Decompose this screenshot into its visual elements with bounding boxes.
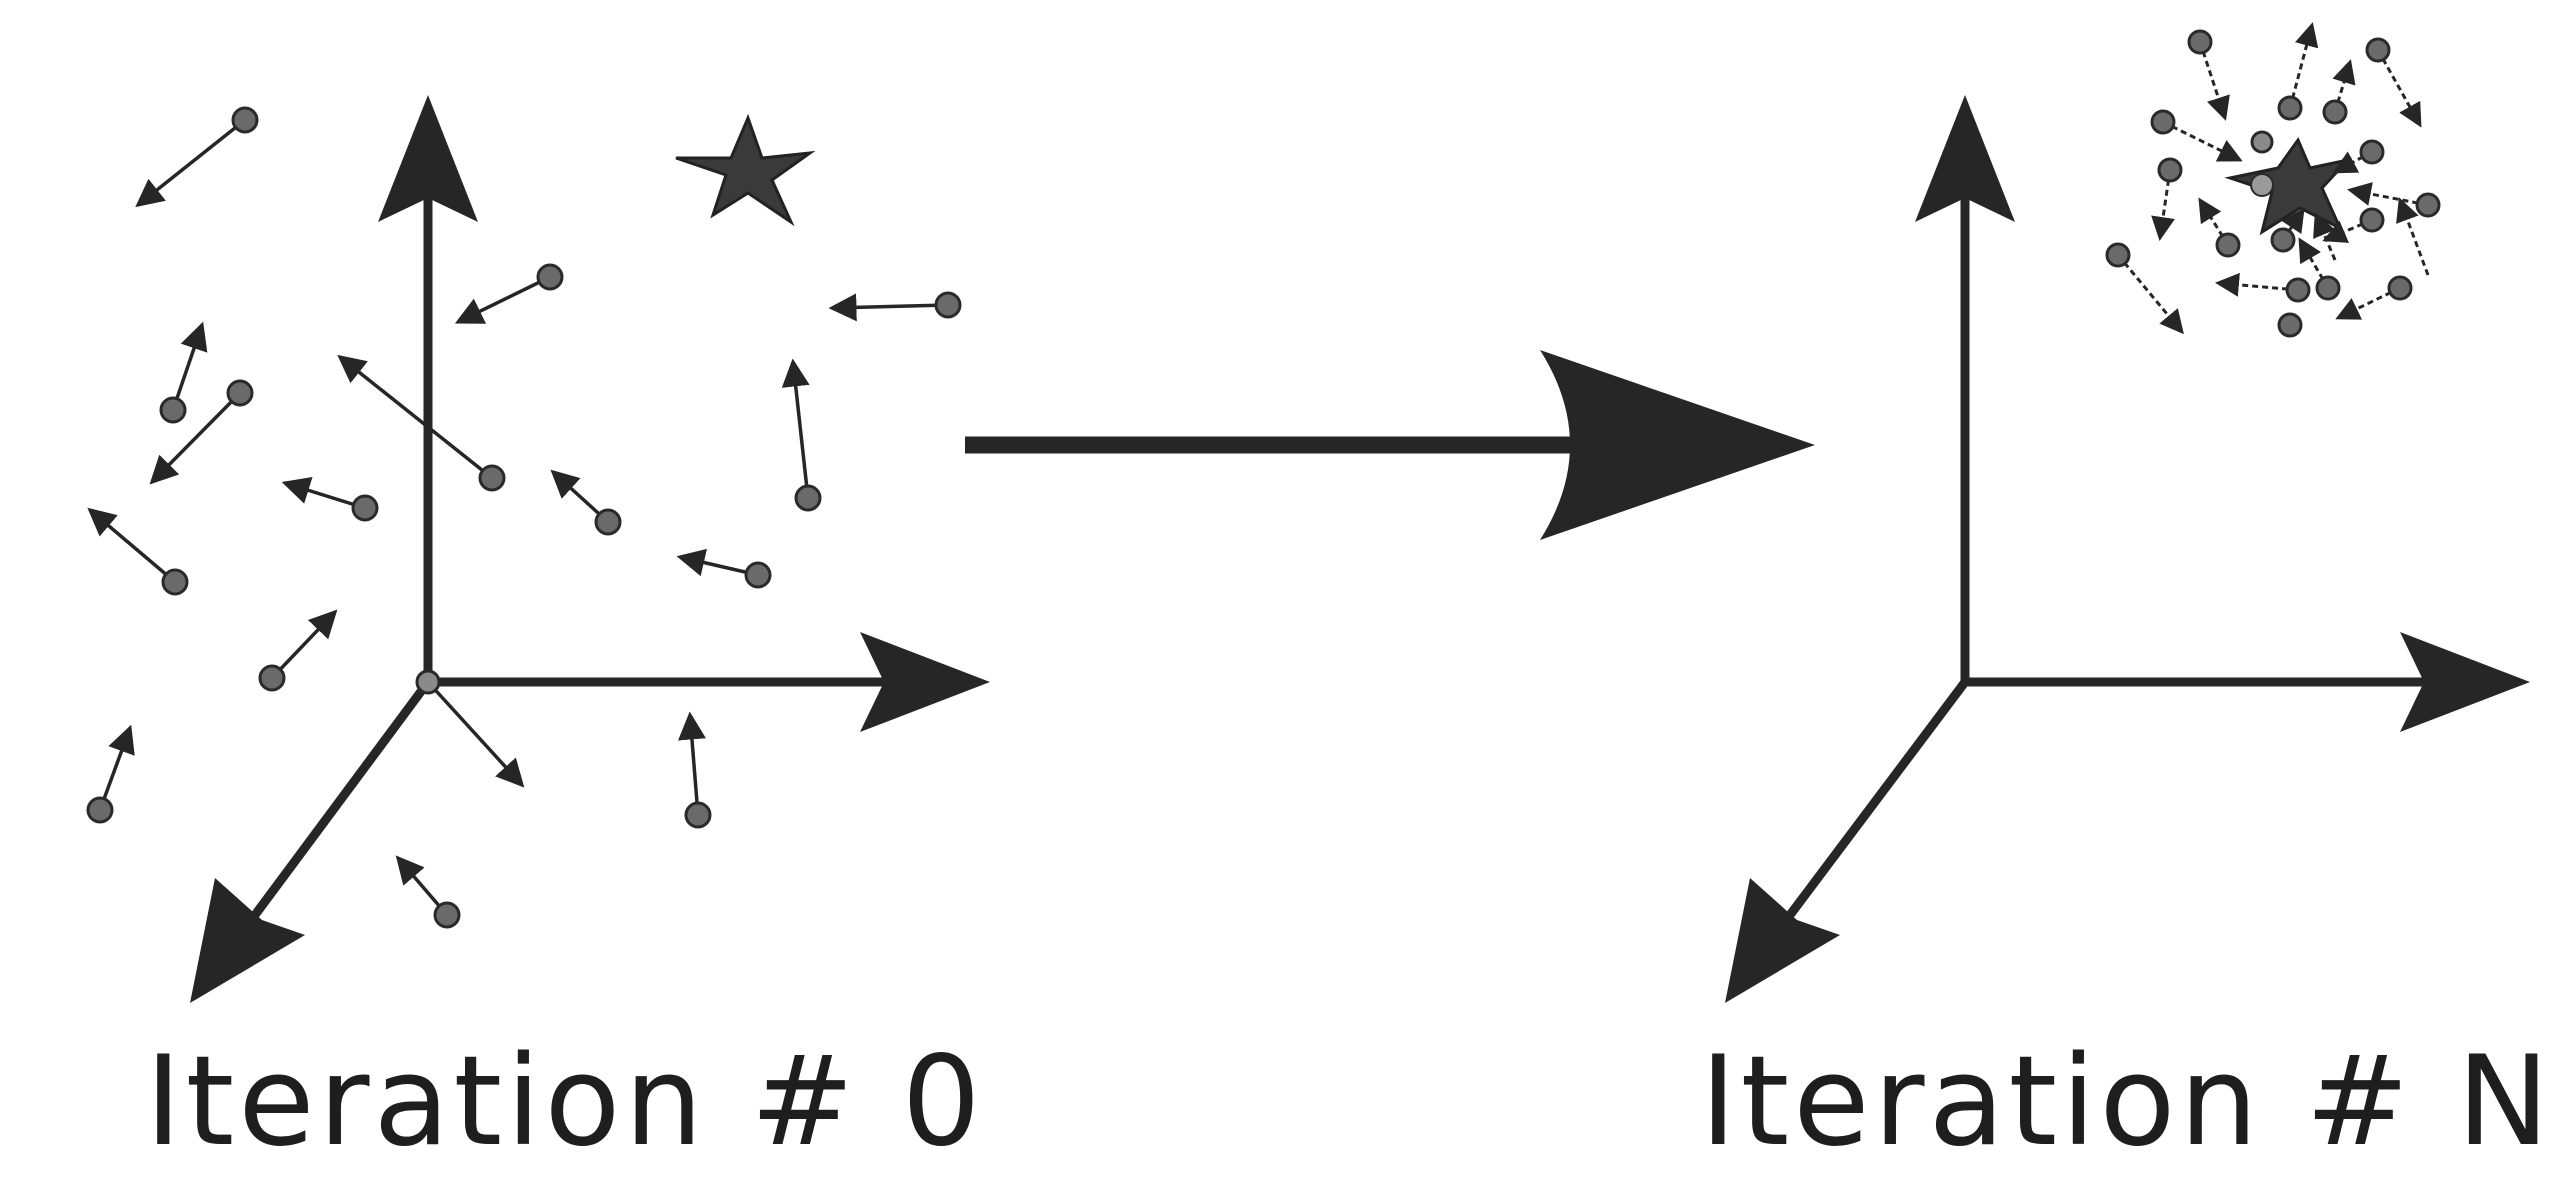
particle	[677, 711, 712, 829]
dot-icon	[226, 379, 254, 407]
left-axis-z-arrowhead	[190, 878, 305, 1003]
particle	[2105, 242, 2184, 335]
dot-icon	[433, 901, 461, 929]
dot-icon	[594, 508, 622, 536]
dot-icon	[934, 291, 962, 319]
dot-icon	[2365, 37, 2391, 63]
particle	[2277, 22, 2319, 121]
dot-icon	[2187, 29, 2213, 55]
particle	[86, 724, 135, 824]
particle	[2187, 29, 2230, 121]
particle	[149, 379, 254, 485]
particle	[87, 507, 189, 596]
right-axis-x-arrowhead	[2400, 632, 2530, 732]
particle	[337, 354, 506, 492]
particle	[2298, 237, 2341, 301]
particle	[258, 609, 338, 692]
left-axes	[190, 95, 990, 1003]
dot-icon	[161, 568, 189, 596]
particle	[2322, 207, 2385, 243]
transition-arrow	[965, 350, 1815, 540]
right-particles	[2105, 22, 2441, 338]
dot-icon	[159, 396, 187, 424]
dot-icon	[86, 796, 114, 824]
particle	[415, 669, 525, 788]
right-axis-z	[1786, 679, 1969, 918]
dot-icon	[2359, 207, 2385, 233]
dot-icon	[2250, 130, 2274, 154]
particle	[395, 855, 461, 929]
dot-icon	[2270, 227, 2296, 253]
dot-icon	[2322, 99, 2348, 125]
dot-icon	[2215, 232, 2241, 258]
star-icon	[2224, 136, 2353, 236]
dot-icon	[684, 801, 712, 829]
dot-icon	[258, 664, 286, 692]
dot-icon	[2359, 139, 2385, 165]
particle	[2215, 272, 2311, 303]
caption-iteration-0: Iteration # 0	[145, 1030, 985, 1174]
right-panel	[1725, 22, 2530, 1003]
dot-icon	[2277, 312, 2303, 338]
dot-icon	[2150, 109, 2176, 135]
particle	[2322, 59, 2356, 125]
dot-icon	[2250, 173, 2274, 197]
particle	[159, 321, 208, 424]
left-particles	[86, 106, 962, 929]
right-target-star	[2224, 136, 2353, 236]
particle	[2277, 197, 2430, 338]
particle	[2250, 130, 2337, 261]
particle	[2270, 207, 2305, 253]
particle	[781, 358, 822, 512]
transition-arrow-head	[1540, 350, 1815, 540]
dot-icon	[2105, 242, 2131, 268]
particle	[2150, 109, 2243, 162]
left-axis-x-arrowhead	[860, 632, 990, 732]
particle	[2335, 275, 2413, 320]
right-axis-y-arrowhead	[1915, 95, 2015, 222]
dot-icon	[2157, 157, 2183, 183]
dot-icon	[2277, 95, 2303, 121]
dot-icon	[231, 106, 259, 134]
particle	[2151, 157, 2183, 241]
particle	[828, 291, 962, 322]
dot-icon	[478, 464, 506, 492]
caption-iteration-n: Iteration # N	[1700, 1030, 2551, 1174]
particle	[676, 548, 772, 589]
dot-icon	[536, 263, 564, 291]
particle	[2365, 37, 2422, 128]
particle	[135, 106, 259, 208]
particle	[2332, 139, 2385, 174]
right-axes	[1725, 95, 2530, 1003]
left-axis-y-arrowhead	[378, 95, 478, 222]
dot-icon	[744, 561, 772, 589]
dot-icon	[794, 484, 822, 512]
dot-icon	[351, 494, 379, 522]
left-target-star	[675, 113, 816, 227]
left-axis-z	[251, 679, 432, 918]
particle	[550, 469, 622, 536]
left-panel	[86, 95, 990, 1003]
dot-icon	[415, 669, 441, 695]
dot-icon	[2415, 192, 2441, 218]
dot-icon	[2387, 275, 2413, 301]
dot-icon	[2285, 277, 2311, 303]
particle	[2250, 173, 2274, 197]
star-icon	[675, 113, 816, 227]
particle	[2198, 197, 2241, 258]
particle	[454, 263, 564, 324]
dot-icon	[2315, 275, 2341, 301]
particle	[281, 476, 379, 522]
right-axis-z-arrowhead	[1725, 878, 1840, 1003]
